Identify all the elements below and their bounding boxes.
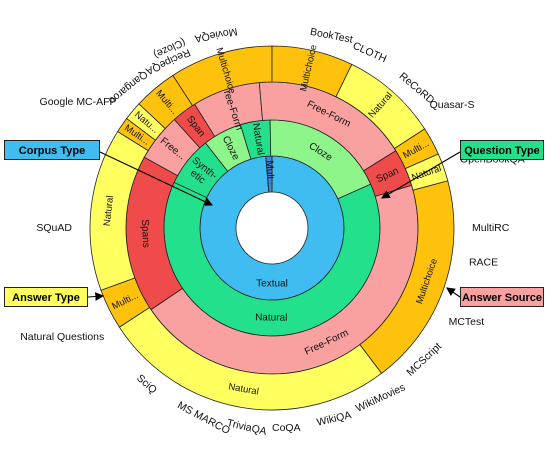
dataset-label: RACE	[469, 257, 498, 269]
dataset-label: MCTest	[449, 316, 485, 328]
dataset-label: MultiRC	[472, 222, 510, 234]
answer-type-segment	[335, 63, 426, 150]
answer-type-ring: Multi...NaturalMultichoiceNaturalMulti..…	[89, 44, 455, 411]
question-type-arrow	[381, 151, 461, 199]
dataset-label: SciQ	[134, 372, 159, 396]
question-type-label: Natural	[250, 122, 266, 156]
answer-type-label: Natural	[102, 195, 116, 227]
callout-arrows	[87, 151, 461, 301]
corpus-type-label: Textual	[256, 279, 288, 290]
dataset-label: WikiQA	[316, 409, 353, 429]
corpus-type-callout: Corpus Type	[4, 140, 100, 160]
dataset-label: CLOTH	[351, 40, 388, 65]
dataset-label: MS MARCO	[175, 399, 232, 437]
question-type-label: Natural	[255, 312, 287, 323]
corpus-type-ring: Textual Mult...	[199, 155, 345, 301]
answer-source-arrow	[446, 287, 461, 298]
corpus-type-arrow	[99, 151, 213, 206]
dataset-label: MovieQA	[194, 25, 239, 44]
dataset-label: Google MC-AFP	[40, 96, 117, 108]
answer-type-label: Natural	[227, 381, 259, 397]
dataset-label: Natural Questions	[20, 331, 104, 343]
dataset-label: BookTest	[309, 26, 354, 46]
answer-source-label: Spans	[139, 219, 151, 248]
answer-source-callout: Answer Source	[460, 287, 544, 307]
answer-type-callout: Answer Type	[4, 287, 88, 307]
dataset-label: SQuAD	[36, 222, 72, 234]
question-type-callout: Question Type	[460, 140, 544, 160]
dataset-label: TriviaQA	[226, 417, 268, 438]
dataset-label: CoQA	[272, 422, 301, 434]
corpus-type-label: Mult...	[264, 160, 276, 188]
answer-type-arrow	[87, 292, 105, 301]
dataset-label: Quasar-S	[430, 99, 475, 111]
